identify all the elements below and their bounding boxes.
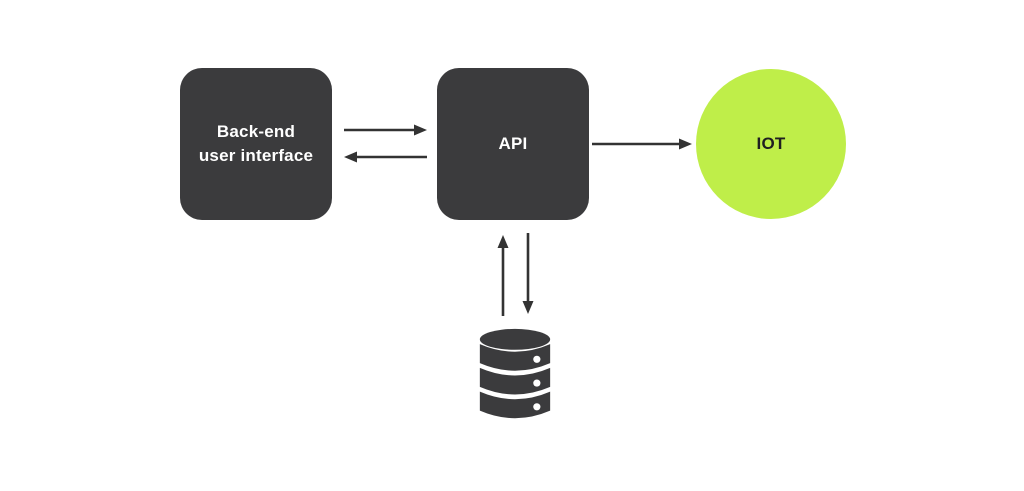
node-backend-label: Back-end user interface	[199, 120, 313, 168]
node-iot-label: IOT	[756, 134, 786, 153]
node-api-label: API	[498, 134, 528, 153]
node-api: API	[437, 68, 589, 220]
node-backend-label-line1: Back-end	[216, 122, 296, 141]
node-iot: IOT	[696, 69, 846, 219]
database-icon	[479, 328, 551, 419]
node-backend-label-line2: user interface	[198, 146, 314, 165]
node-backend-user-interface: Back-end user interface	[180, 68, 332, 220]
